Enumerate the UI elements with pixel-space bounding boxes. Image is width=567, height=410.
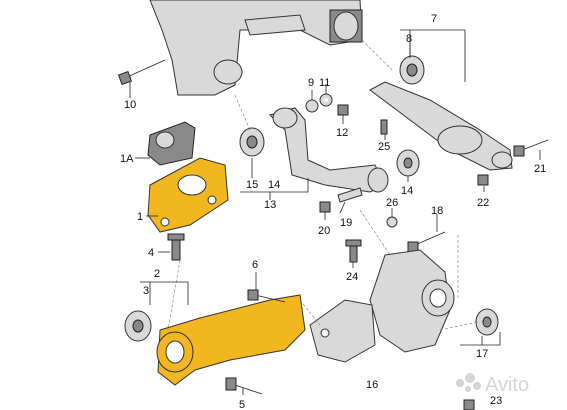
label-7: 7 bbox=[431, 13, 437, 25]
nut-22 bbox=[477, 174, 489, 186]
label-21: 21 bbox=[534, 163, 546, 175]
bracket-1a bbox=[147, 121, 196, 166]
washer-11 bbox=[319, 93, 333, 107]
avito-watermark: Avito bbox=[456, 373, 529, 396]
label-12: 12 bbox=[336, 127, 348, 139]
label-3: 3 bbox=[143, 285, 149, 297]
bolt-21 bbox=[513, 139, 549, 157]
upper-link-14 bbox=[269, 107, 389, 193]
wheel-bearing-housing bbox=[309, 249, 455, 363]
label-23: 23 bbox=[490, 395, 502, 407]
label-4: 4 bbox=[148, 247, 154, 259]
rear-subframe bbox=[149, 0, 363, 96]
washer-26 bbox=[386, 216, 398, 228]
label-2: 2 bbox=[154, 268, 160, 280]
label-16: 16 bbox=[366, 379, 378, 391]
label-9: 9 bbox=[308, 77, 314, 89]
nut-12 bbox=[337, 104, 349, 116]
bolt-4 bbox=[167, 233, 185, 261]
label-15: 15 bbox=[246, 179, 258, 191]
link-19 bbox=[337, 187, 363, 203]
bolt-23 bbox=[463, 399, 475, 410]
label-11: 11 bbox=[319, 77, 330, 89]
nut-9 bbox=[305, 99, 319, 113]
bushing-15 bbox=[239, 127, 265, 157]
label-1a: 1A bbox=[120, 153, 134, 165]
bolt-18 bbox=[407, 231, 446, 253]
label-26: 26 bbox=[386, 197, 398, 209]
bolt-5 bbox=[225, 377, 263, 395]
label-6: 6 bbox=[252, 259, 258, 271]
label-5: 5 bbox=[239, 399, 245, 410]
bushing-16 bbox=[396, 149, 420, 177]
label-25: 25 bbox=[378, 141, 390, 153]
label-10: 10 bbox=[124, 99, 136, 111]
label-18: 18 bbox=[431, 205, 443, 217]
label-20: 20 bbox=[318, 225, 330, 237]
label-19: 19 bbox=[340, 217, 352, 229]
bolt-6 bbox=[247, 289, 286, 303]
label-24: 24 bbox=[346, 271, 358, 283]
watermark-text: Avito bbox=[485, 374, 529, 396]
bolt-24 bbox=[345, 239, 362, 263]
bushing-17 bbox=[475, 308, 499, 336]
bushing-3 bbox=[124, 310, 152, 342]
assembly-lines bbox=[167, 39, 479, 331]
label-14-left: 14 bbox=[268, 179, 280, 191]
lower-arm-7 bbox=[369, 81, 513, 171]
bearing-bracket-1 bbox=[147, 157, 229, 233]
bushing-8 bbox=[399, 55, 425, 85]
label-13: 13 bbox=[264, 199, 276, 211]
label-1: 1 bbox=[137, 211, 143, 223]
nut-20 bbox=[319, 201, 331, 213]
label-17: 17 bbox=[476, 348, 488, 360]
bolt-10 bbox=[117, 59, 166, 86]
label-14-right: 14 bbox=[401, 185, 413, 197]
label-22: 22 bbox=[477, 197, 489, 209]
label-8: 8 bbox=[406, 33, 412, 45]
callout-labels: 10 1A 1 4 2 3 6 5 7 8 9 11 12 25 15 14 1… bbox=[120, 13, 546, 410]
leader-lines bbox=[129, 29, 541, 395]
trailing-arm-2 bbox=[156, 294, 306, 386]
bolt-25 bbox=[380, 119, 388, 135]
